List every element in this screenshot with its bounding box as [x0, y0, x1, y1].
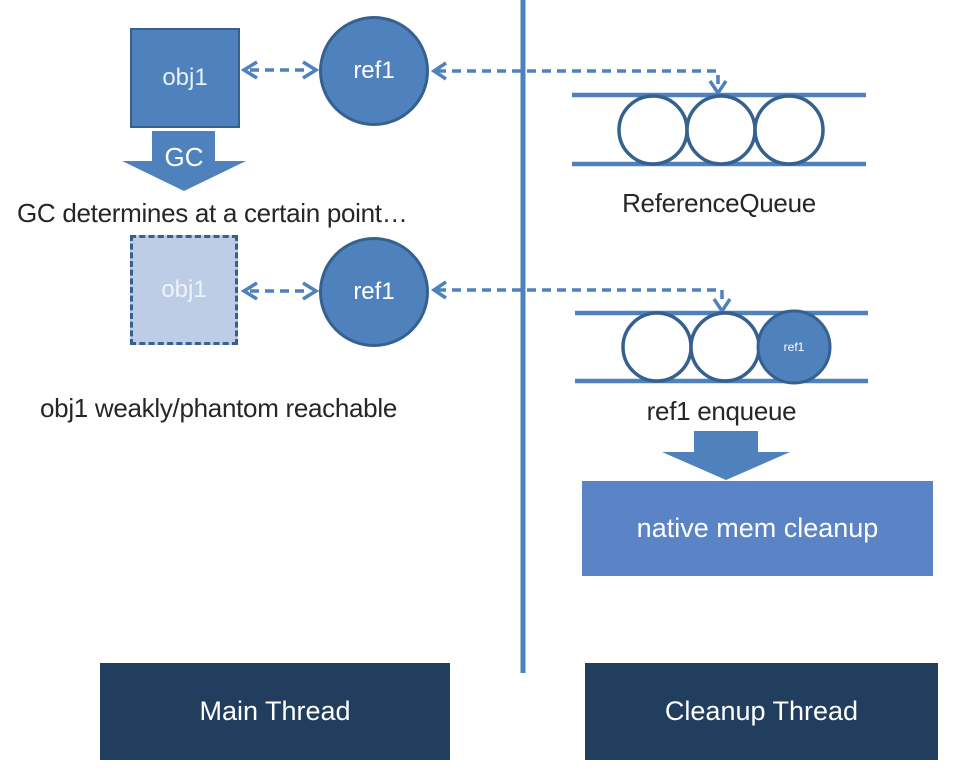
ref1-node-row1: ref1 [319, 16, 429, 126]
arrowhead-right-icon [302, 60, 320, 80]
obj1-node-label: obj1 [161, 276, 207, 303]
obj1-node-solid: obj1 [130, 28, 240, 128]
queue-slot-circle [753, 94, 825, 166]
enqueued-ref1-label: ref1 [783, 340, 805, 354]
queue-slot-circle [621, 311, 693, 383]
main-thread-box: Main Thread [100, 663, 450, 760]
obj1-node-dashed: obj1 [130, 235, 238, 345]
cleanup-thread-label: Cleanup Thread [664, 696, 859, 726]
queue-enqueued-ref1-circle [756, 309, 832, 385]
gc-arrow-label: GC [164, 141, 204, 172]
arrowhead-right-icon [302, 281, 320, 301]
reference-queue-row2 [575, 309, 868, 385]
obj1-ref1-dashed-arrow-row2 [240, 281, 320, 301]
gc-block-arrow-icon [122, 131, 246, 191]
reference-queue-row1 [572, 92, 866, 167]
arrowhead-left-icon [240, 281, 258, 301]
arrowhead-left-icon [240, 60, 258, 80]
obj1-node-label: obj1 [162, 64, 208, 91]
obj1-ref1-dashed-arrow-row1 [240, 60, 320, 80]
gc-determines-caption: GC determines at a certain point… [17, 198, 408, 228]
reference-queue-caption: ReferenceQueue [622, 188, 816, 218]
queue-slot-circle [685, 94, 757, 166]
arrowhead-left-icon [430, 61, 447, 81]
native-mem-cleanup-label: native mem cleanup [636, 513, 879, 543]
arrowhead-down-icon [712, 298, 732, 315]
ref1-queue-dashed-arrow-row1 [430, 61, 728, 97]
cleanup-block-arrow-icon [662, 431, 790, 480]
ref1-queue-dashed-arrow-row2 [430, 280, 732, 315]
queue-slot-circle [689, 311, 761, 383]
ref1-node-label: ref1 [353, 278, 395, 305]
ref1-enqueue-caption: ref1 enqueue [646, 396, 797, 426]
main-thread-label: Main Thread [199, 696, 351, 726]
weakly-phantom-reachable-caption: obj1 weakly/phantom reachable [40, 393, 397, 423]
native-mem-cleanup-box: native mem cleanup [582, 481, 933, 576]
ref1-node-row2: ref1 [319, 237, 429, 347]
arrowhead-left-icon [430, 280, 447, 300]
cleanup-thread-box: Cleanup Thread [585, 663, 938, 760]
ref1-node-label: ref1 [353, 57, 395, 84]
queue-slot-circle [617, 94, 689, 166]
